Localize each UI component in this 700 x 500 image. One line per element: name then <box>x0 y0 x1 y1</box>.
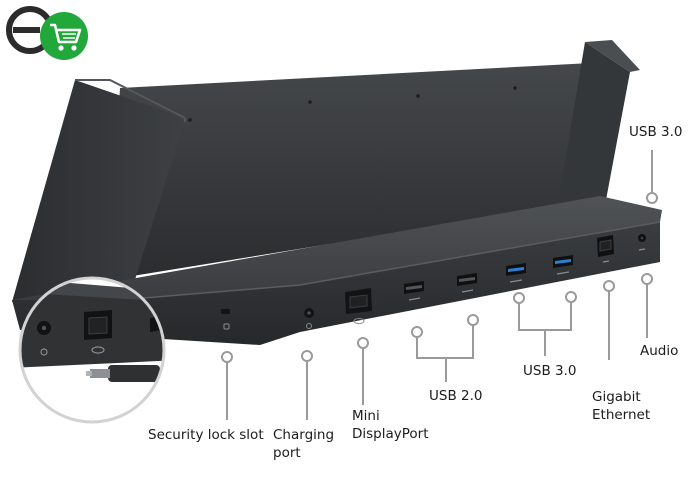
label-charging-port: Charging port <box>273 427 335 461</box>
label-usb-3-side: USB 3.0 <box>629 124 683 140</box>
marker-usb3-side <box>646 192 658 204</box>
ethernet-socket <box>597 235 614 263</box>
dock-base-front <box>12 222 660 345</box>
security-lock-port <box>221 309 230 330</box>
dock-left-wing <box>12 80 185 302</box>
marker-usb2-a <box>411 326 423 338</box>
usb-2-port-2 <box>457 273 477 293</box>
marker-usb3-b <box>565 291 577 303</box>
audio-jack <box>638 234 646 251</box>
marker-charging <box>301 350 313 362</box>
marker-audio <box>641 273 653 285</box>
label-gigabit-ethernet: Gigabit Ethernet <box>592 389 651 423</box>
zoom-circle-border <box>18 276 166 424</box>
label-security-lock-slot: Security lock slot <box>148 427 264 443</box>
mini-displayport-socket <box>345 288 372 324</box>
label-usb-3-front: USB 3.0 <box>523 363 577 379</box>
label-mini-displayport: Mini DisplayPort <box>352 408 429 442</box>
marker-ethernet <box>603 280 615 292</box>
leader-lines <box>226 150 653 420</box>
dock-right-wing <box>560 42 630 200</box>
marker-usb3-a <box>513 292 525 304</box>
marker-usb2-b <box>467 314 479 326</box>
usb-3-port-1 <box>506 263 526 283</box>
usb-3-port-2 <box>553 255 573 275</box>
leader-markers <box>221 192 658 363</box>
brand-logo <box>6 6 88 60</box>
label-usb-2: USB 2.0 <box>429 388 483 404</box>
charging-port-socket <box>304 308 314 329</box>
dock-back-panel <box>108 62 610 280</box>
marker-mini-dp <box>357 337 369 349</box>
dock-base-top <box>12 196 662 300</box>
label-audio: Audio <box>640 343 679 359</box>
marker-security-lock <box>221 351 233 363</box>
usb-2-port-1 <box>404 281 424 301</box>
